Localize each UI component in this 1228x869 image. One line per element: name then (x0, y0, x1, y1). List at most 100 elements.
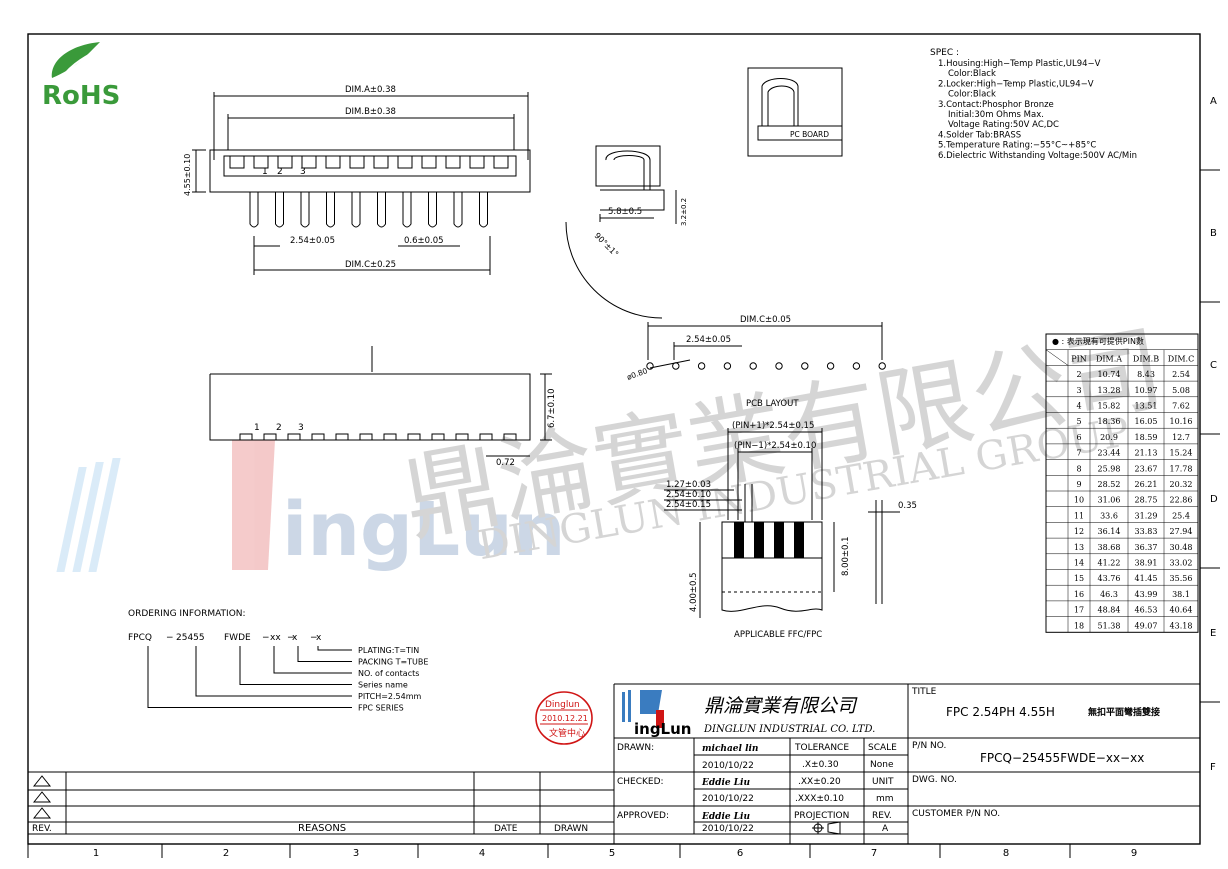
pin-table-cell: 36.14 (1098, 527, 1121, 536)
pin-table-cell: 48.84 (1098, 606, 1121, 615)
spec-line: Color:Black (948, 90, 996, 100)
order-code-part: − (287, 633, 295, 643)
top-gap-label: 0.72 (496, 458, 515, 468)
approval-stamp: Dinglun 2010.12.21 文管中心 (535, 691, 593, 745)
pin-table-cell: 21.13 (1135, 449, 1158, 458)
zone-row-label: E (1210, 628, 1216, 639)
zone-column-label: 4 (479, 848, 485, 859)
order-code-part: xx (270, 633, 281, 643)
watermark-logo: ingLun (56, 440, 566, 573)
pin-table-cell: 10.16 (1170, 417, 1193, 426)
zone-column-label: 1 (93, 848, 99, 859)
pin-table-cell: 43.76 (1098, 574, 1121, 583)
pin-table-cell: 18.59 (1135, 433, 1158, 442)
checked-by: Eddie Liu (701, 778, 750, 788)
pin-table-cell: 15.82 (1098, 402, 1121, 411)
watermark-logo-text: ingLun (282, 487, 566, 573)
pin-table-cell: 2.54 (1172, 370, 1190, 379)
pin-table-cell: 10.97 (1135, 386, 1158, 395)
order-code-part: − (166, 633, 174, 643)
pin-table-cell: 46.3 (1100, 590, 1118, 599)
order-legend-item: NO. of contacts (358, 669, 419, 678)
revision-drawn-header: DRAWN (554, 824, 588, 834)
pin-table-cell: 49.07 (1135, 621, 1158, 630)
pin-table-cell: 13 (1074, 543, 1084, 552)
pin-table-cell: 15 (1074, 574, 1084, 583)
checked-label: CHECKED: (617, 777, 664, 787)
front-view (192, 92, 531, 275)
pin-table-cell: 7.62 (1172, 402, 1190, 411)
projection-label: PROJECTION (794, 811, 849, 821)
drawn-label: DRAWN: (617, 743, 654, 753)
top-pin-2: 2 (276, 423, 282, 433)
pin-table-cell: 16.05 (1135, 417, 1158, 426)
side-depth-label: 5.8±0.5 (608, 207, 642, 217)
checked-date: 2010/10/22 (702, 794, 754, 804)
zone-row-label: C (1210, 360, 1217, 371)
spec-line: 6.Dielectric Withstanding Voltage:500V A… (938, 151, 1137, 161)
stamp-bottom: 文管中心 (549, 727, 585, 739)
spec-line: 2.Locker:High−Temp Plastic,UL94−V (938, 79, 1094, 89)
pin-table-cell: 38.68 (1098, 543, 1121, 552)
order-legend-item: PITCH=2.54mm (358, 692, 422, 701)
pin-table-cell: 5 (1076, 417, 1081, 426)
pin-table-cell: 26.21 (1135, 480, 1158, 489)
pin-table-cell: 6 (1076, 433, 1081, 442)
company-english: DINGLUN INDUSTRIAL CO. LTD. (703, 724, 875, 735)
zone-column-label: 3 (353, 848, 359, 859)
order-code-part: − (310, 633, 318, 643)
spec-line: Voltage Rating:50V AC,DC (948, 120, 1059, 130)
pcb-pitch-label: 2.54±0.05 (686, 335, 731, 345)
ordering-heading: ORDERING INFORMATION: (128, 609, 246, 619)
pin-table-cell: 17.78 (1170, 464, 1193, 473)
top-height-label: 6.7±0.10 (547, 388, 557, 428)
zone-row-label: A (1210, 96, 1217, 107)
top-pin-3: 3 (298, 423, 304, 433)
spec-heading: SPEC : (930, 48, 959, 58)
rev-label: REV. (872, 811, 892, 821)
zone-column-label: 2 (223, 848, 229, 859)
order-code-part: FPCQ (128, 633, 152, 643)
zone-column-label: 8 (1003, 848, 1009, 859)
ffc-len2-label: 4.00±0.5 (689, 572, 699, 612)
pin-table-cell: 31.06 (1098, 496, 1121, 505)
pin-table-cell: 35.56 (1170, 574, 1193, 583)
tolerance-2: .XX±0.20 (798, 777, 841, 787)
title-label: TITLE (911, 687, 937, 697)
zone-column-label: 7 (871, 848, 877, 859)
pcb-layout-label: PCB LAYOUT (746, 399, 799, 409)
pin-table-cell: 43.18 (1170, 621, 1193, 630)
ffc-dim2-label: (PIN−1)*2.54±0.10 (734, 441, 816, 451)
order-legend-item: PLATING:T=TIN (358, 646, 419, 655)
pin-table-cell: 33.02 (1170, 559, 1193, 568)
pn-label: P/N NO. (912, 741, 946, 751)
order-code-part: 25455 (176, 633, 205, 643)
revision-rev-header: REV. (32, 824, 52, 834)
dwg-label: DWG. NO. (912, 775, 957, 785)
pin-table-header: DIM.A (1096, 354, 1122, 363)
ffc-view (664, 428, 900, 618)
drawn-by: michael lin (702, 744, 758, 754)
pin-table-header: PIN (1071, 354, 1087, 363)
pin-table-cell: 17 (1074, 606, 1084, 615)
title-chinese: 無扣平面彎插雙接 (1088, 706, 1160, 718)
order-legend-item: FPC SERIES (358, 704, 404, 713)
pin-table-cell: 16 (1074, 590, 1084, 599)
pin-table-cell: 15.24 (1170, 449, 1193, 458)
tolerance-1: .X±0.30 (802, 760, 839, 770)
spec-line: 5.Temperature Rating:−55°C~+85°C (938, 141, 1096, 151)
dim-c-label: DIM.C±0.25 (345, 260, 396, 270)
rev-value: A (882, 824, 889, 834)
title-value: FPC 2.54PH 4.55H (946, 705, 1055, 719)
pitch-label: 2.54±0.05 (290, 236, 335, 246)
ffc-thickness-label: 0.35 (898, 501, 917, 511)
ffc-dim1-label: (PIN+1)*2.54±0.15 (732, 421, 814, 431)
pin-table-cell: 38.91 (1135, 559, 1158, 568)
pin-table-cell: 14 (1074, 559, 1084, 568)
spec-line: Color:Black (948, 69, 996, 79)
drawn-date: 2010/10/22 (702, 761, 754, 771)
pin-table-cell: 51.38 (1098, 621, 1121, 630)
